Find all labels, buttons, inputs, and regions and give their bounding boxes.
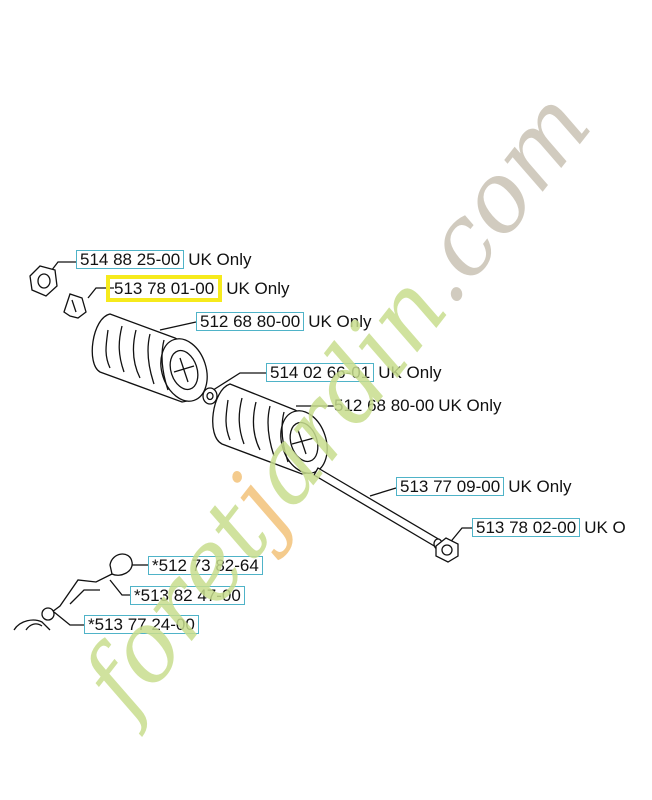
- part-suffix: UK Only: [188, 250, 252, 269]
- roller-icon: [91, 313, 208, 403]
- leader-line: [447, 527, 472, 546]
- leader-line: [209, 372, 266, 393]
- part-suffix: UK Only: [438, 396, 502, 415]
- leader-line: [53, 611, 84, 626]
- part-number: *513 77 24-00: [84, 615, 199, 634]
- part-label: *513 77 24-00: [84, 615, 199, 634]
- leader-line: [369, 487, 397, 497]
- part-label: *513 82 47-00: [130, 586, 245, 605]
- washer-icon: [202, 387, 218, 405]
- part-number: 514 88 25-00: [76, 250, 185, 269]
- roller-icon: [212, 383, 328, 475]
- part-number: 512 68 80-00: [196, 312, 305, 331]
- part-number: 512 68 80-00: [334, 396, 435, 415]
- part-number: 514 02 66-01: [266, 363, 375, 382]
- clip-icon: [63, 293, 87, 319]
- part-suffix: UK Only: [308, 312, 372, 331]
- part-number: *512 73 82-64: [148, 556, 263, 575]
- part-suffix: UK O: [584, 518, 626, 537]
- linkage-icon: [13, 553, 133, 631]
- part-number: *513 82 47-00: [130, 586, 245, 605]
- part-suffix: UK Only: [378, 363, 442, 382]
- nut-icon: [29, 265, 58, 297]
- part-suffix: UK Only: [226, 279, 290, 298]
- part-suffix: UK Only: [508, 477, 572, 496]
- leader-line: [159, 321, 197, 331]
- part-number: 513 78 01-00: [106, 275, 223, 302]
- part-label: *512 73 82-64: [148, 556, 263, 575]
- end-nut-icon: [435, 537, 459, 563]
- leader-line: [109, 579, 130, 596]
- part-number: 513 77 09-00: [396, 477, 505, 496]
- part-number: 513 78 02-00: [472, 518, 581, 537]
